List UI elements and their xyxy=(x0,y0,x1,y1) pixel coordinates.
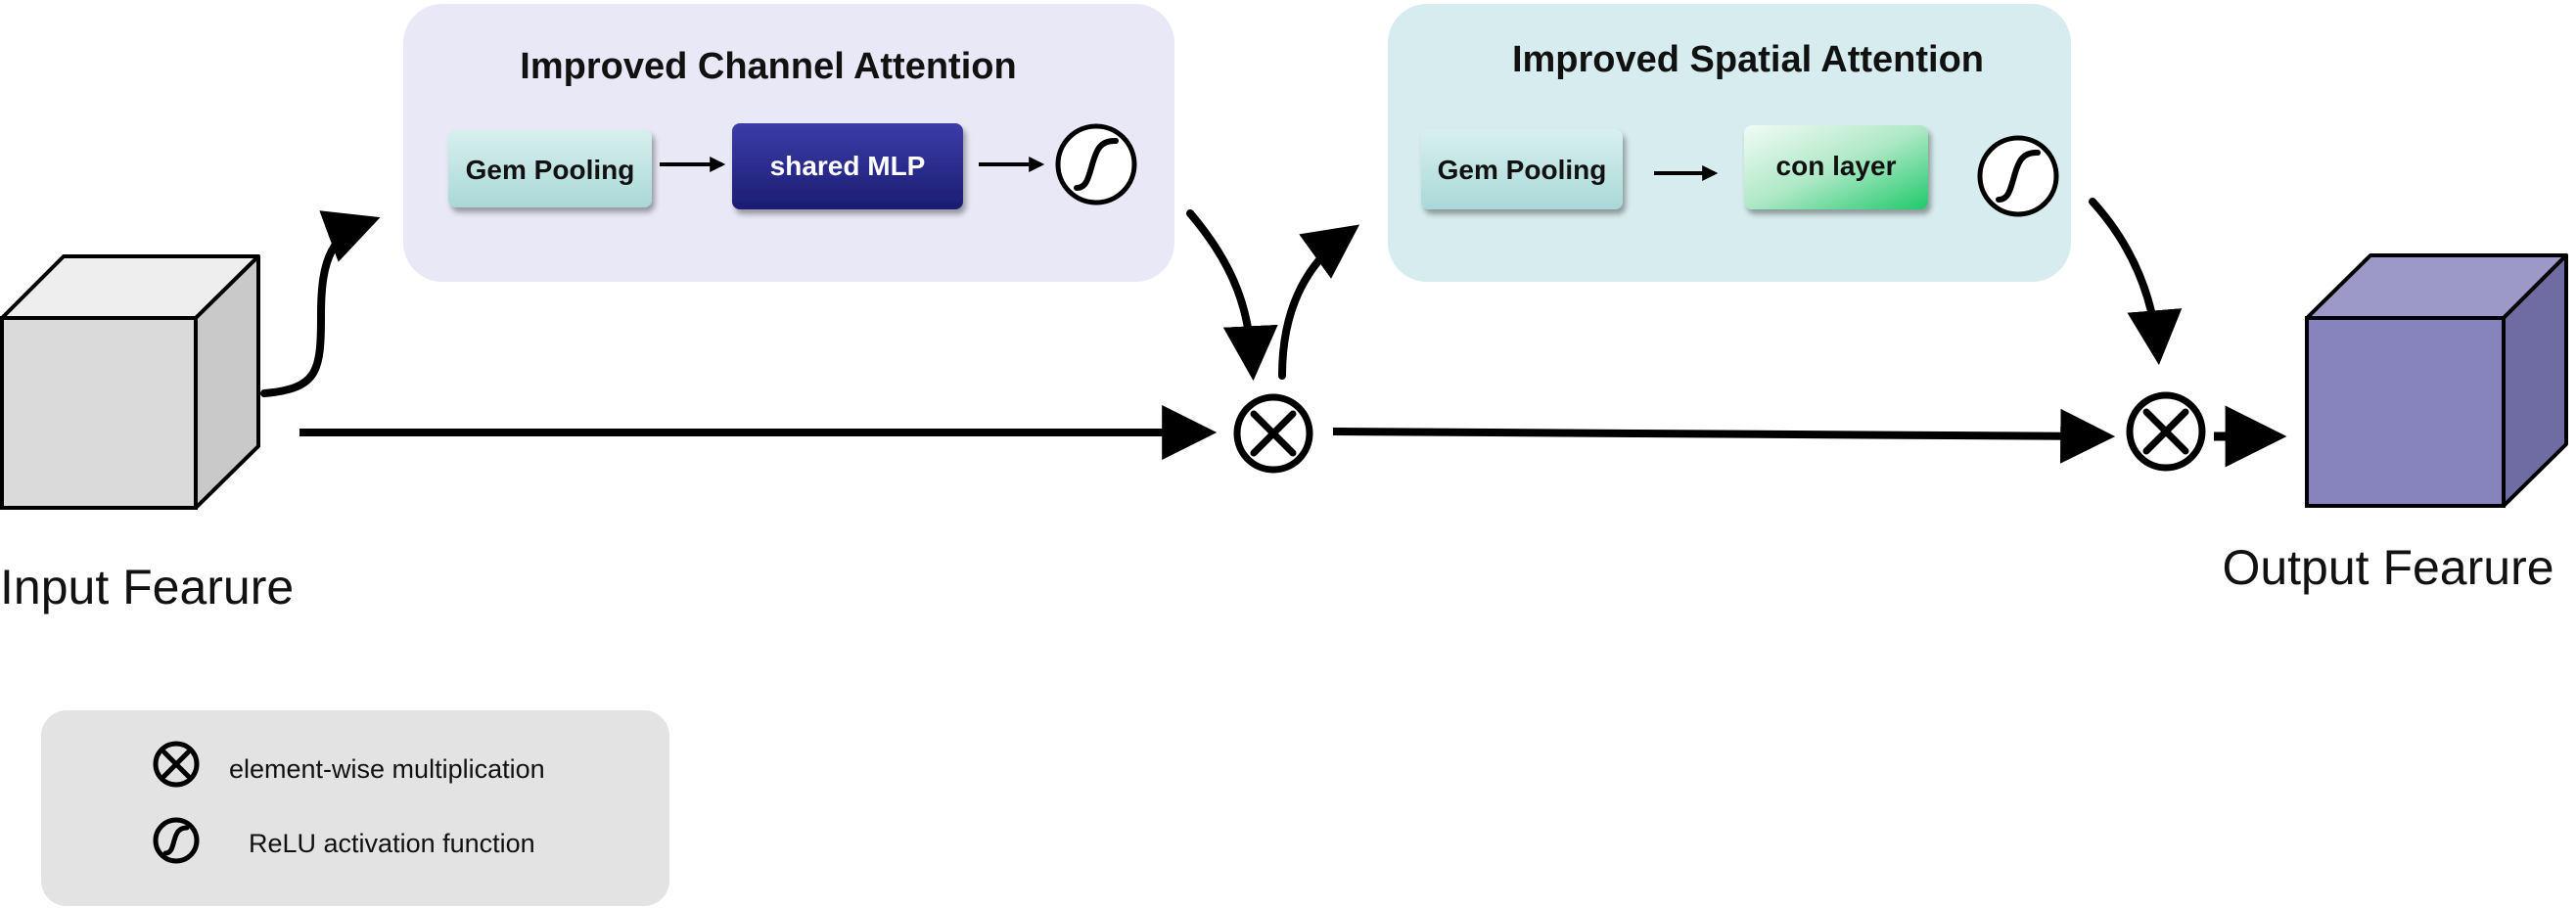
channel-attention-module: Improved Channel Attention Gem Pooling s… xyxy=(403,4,1174,282)
arrow-multiply-1-to-spatial xyxy=(1278,224,1360,380)
legend-panel xyxy=(41,710,669,906)
conv-layer-block: con layer xyxy=(1744,125,1928,209)
spatial-gem-pooling-label: Gem Pooling xyxy=(1438,155,1607,185)
legend: element-wise multiplication ReLU activat… xyxy=(41,710,669,906)
channel-gem-pooling-block: Gem Pooling xyxy=(448,129,652,207)
channel-attention-title: Improved Channel Attention xyxy=(520,46,1016,87)
conv-layer-label: con layer xyxy=(1776,151,1897,181)
arrow-multiply-1-to-multiply-2 xyxy=(1332,408,2116,464)
spatial-attention-module: Improved Spatial Attention Gem Pooling c… xyxy=(1388,4,2071,282)
output-feature-cube xyxy=(2305,253,2568,508)
output-feature-label: Output Fearure xyxy=(2222,540,2553,595)
circled-times-icon xyxy=(153,741,200,788)
shared-mlp-label: shared MLP xyxy=(770,151,926,181)
legend-activation-label: ReLU activation function xyxy=(249,829,535,858)
shared-mlp-block: shared MLP xyxy=(732,123,963,209)
channel-activation-icon xyxy=(1055,123,1137,205)
multiply-operator-1 xyxy=(1233,393,1313,474)
arrow-channel-to-multiply-1 xyxy=(1186,209,1278,382)
s-curve-icon xyxy=(153,817,200,864)
multiply-operator-2 xyxy=(2126,391,2206,472)
legend-multiply-label: element-wise multiplication xyxy=(229,754,545,784)
spatial-activation-icon xyxy=(1977,135,2059,217)
arrow-input-to-channel xyxy=(260,210,381,397)
channel-gem-pooling-label: Gem Pooling xyxy=(466,155,635,185)
input-feature-cube xyxy=(0,254,260,510)
spatial-attention-panel xyxy=(1388,4,2071,282)
spatial-attention-title: Improved Spatial Attention xyxy=(1512,39,1984,80)
input-feature-label: Input Fearure xyxy=(0,560,294,614)
spatial-gem-pooling-block: Gem Pooling xyxy=(1421,129,1623,209)
arrow-spatial-to-multiply-2 xyxy=(2089,198,2183,366)
